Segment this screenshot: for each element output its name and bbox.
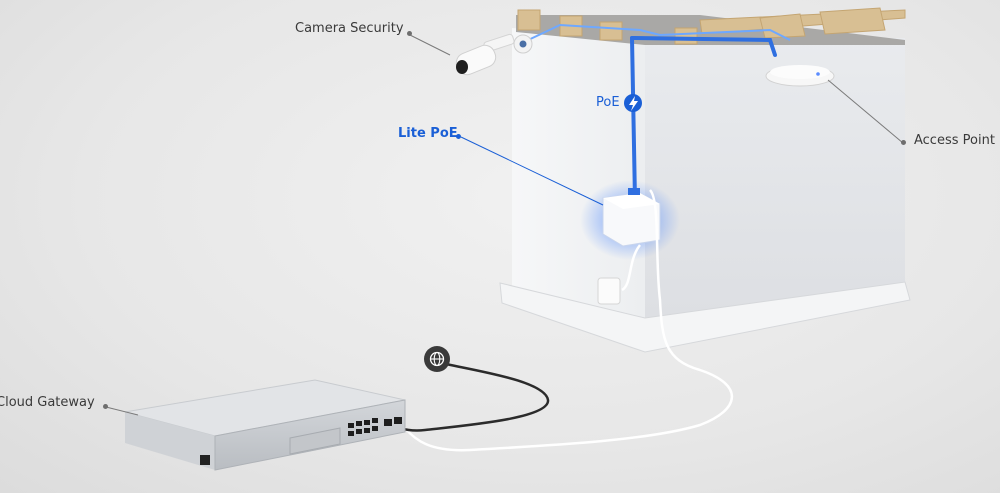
wall-baseboard xyxy=(499,281,911,353)
label-dot xyxy=(407,31,412,36)
lite-poe-switch xyxy=(580,180,680,260)
label-camera-security: Camera Security xyxy=(295,21,404,36)
label-dot xyxy=(103,404,108,409)
ceiling-cable xyxy=(523,23,791,43)
wall-block xyxy=(499,7,911,353)
leader-lines xyxy=(105,34,904,416)
cloud-gateway-device xyxy=(124,379,406,471)
camera-lens xyxy=(456,60,468,74)
poe-cable xyxy=(630,36,777,202)
ceiling-joists xyxy=(517,7,906,45)
globe-icon xyxy=(424,346,450,372)
ethernet-cable xyxy=(392,360,550,432)
power-cable xyxy=(404,189,734,452)
label-lite-poe: Lite PoE xyxy=(398,126,458,141)
label-access-point: Access Point xyxy=(914,133,995,148)
label-dot xyxy=(901,140,906,145)
access-point-device xyxy=(765,65,835,87)
label-dot xyxy=(456,134,461,139)
gateway-ports xyxy=(348,417,402,436)
camera-security xyxy=(455,33,533,76)
wall-front-face xyxy=(645,38,905,338)
label-cloud-gateway: Cloud Gateway xyxy=(0,395,95,410)
wall-left-face xyxy=(512,28,645,338)
lightning-bolt-icon xyxy=(624,94,642,112)
label-poe: PoE xyxy=(596,95,620,110)
power-adapter xyxy=(597,277,621,305)
